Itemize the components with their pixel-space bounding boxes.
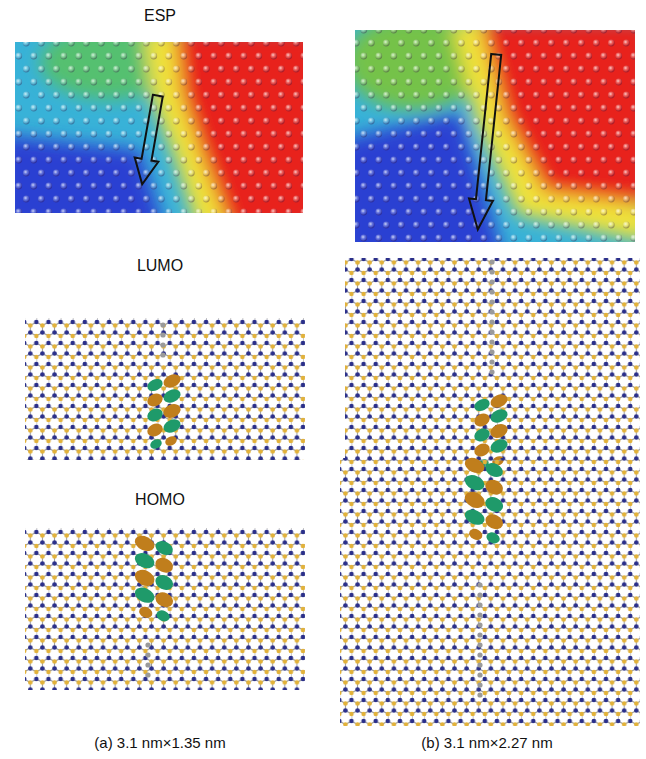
panel-caption: (a) 3.1 nm×1.35 nm xyxy=(94,734,225,751)
esp-map xyxy=(355,30,635,242)
direction-arrow xyxy=(466,53,508,231)
panel-caption: (b) 3.1 nm×2.27 nm xyxy=(421,734,552,751)
panel-heading: HOMO xyxy=(135,491,185,509)
lattice xyxy=(25,528,305,690)
lattice xyxy=(340,455,640,726)
lattice xyxy=(25,318,305,460)
lattice xyxy=(345,258,640,471)
panel-heading: LUMO xyxy=(137,257,183,275)
panel-heading: ESP xyxy=(144,7,176,25)
direction-arrow xyxy=(130,94,169,187)
esp-map xyxy=(15,42,303,213)
